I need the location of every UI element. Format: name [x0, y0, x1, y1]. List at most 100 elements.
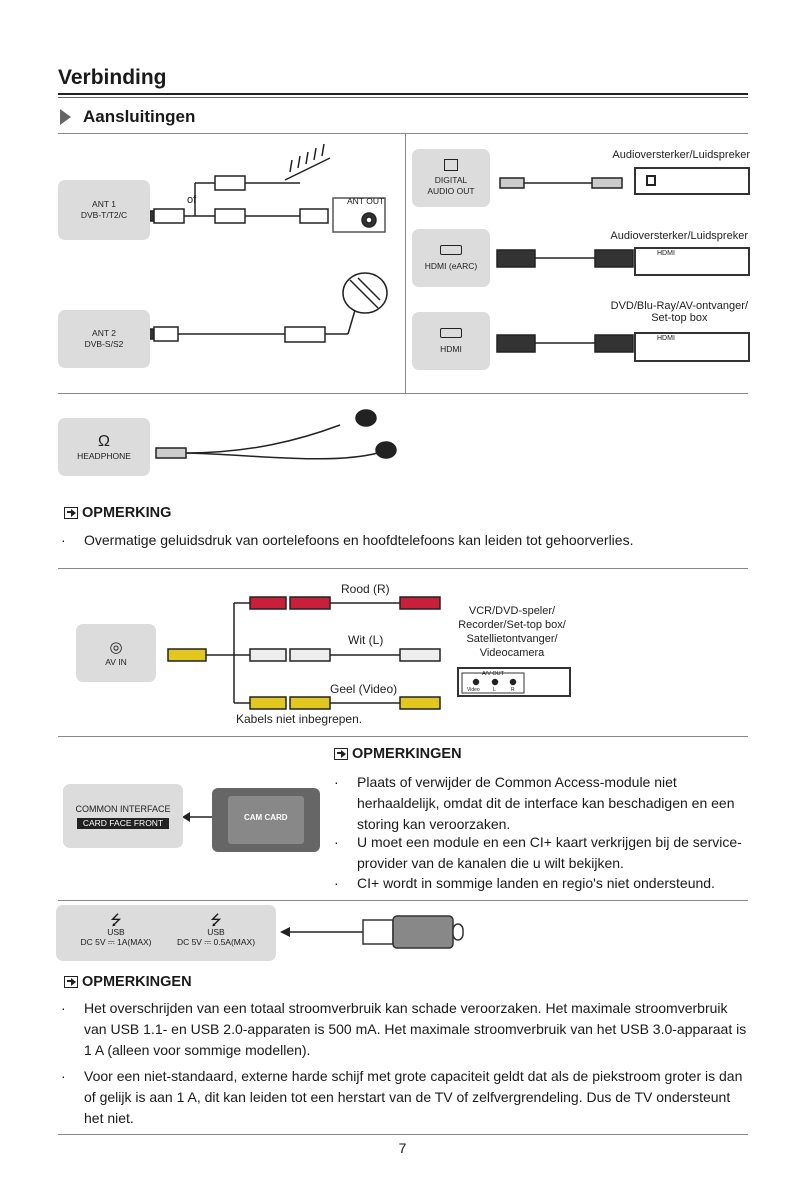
usb-graphic	[280, 915, 464, 949]
dvd-device-label: DVD/Blu-Ray/AV-ontvanger/ Set-top box	[611, 300, 748, 324]
common-interface-panel: COMMON INTERFACE CARD FACE FRONT	[63, 784, 183, 848]
hdmi-device-label: HDMI	[657, 335, 675, 342]
av-port-icon: ◎	[109, 638, 123, 656]
satellite-cable	[139, 272, 388, 343]
hdmi-cable	[496, 332, 750, 362]
common-interface-label: COMMON INTERFACE	[75, 803, 171, 814]
ci-note-item-3: ·CI+ wordt in sommige landen en regio's …	[334, 875, 715, 891]
page-title: Verbinding	[58, 66, 167, 89]
page-number: 7	[398, 1140, 407, 1156]
card-face-front-label: CARD FACE FRONT	[76, 817, 170, 829]
divider	[58, 736, 748, 737]
left-jack-label: L	[493, 687, 496, 693]
ant-out-label: ANT OUT	[347, 196, 385, 206]
divider	[58, 568, 748, 569]
usb-port-panel	[56, 905, 276, 961]
usb-icon: ⭍	[110, 912, 122, 928]
optical-port-icon	[444, 159, 458, 171]
hdmi-port-icon	[440, 327, 462, 338]
av-device-label-line3: Satellietontvanger/	[466, 633, 558, 645]
hdmi-device-label: HDMI	[657, 250, 675, 257]
audio-out-label: AUDIO OUT	[427, 186, 475, 196]
ant2-label: ANT 2	[92, 328, 116, 338]
hdmi-earc-port-panel: HDMI (eARC)	[412, 229, 490, 287]
av-out-label: A/V OUT	[482, 671, 505, 677]
usb-note-text: Het overschrijden van een totaal stroomv…	[84, 1000, 747, 1058]
note-heading-label: OPMERKING	[82, 505, 172, 521]
hdmi-earc-cable	[496, 247, 750, 276]
divider	[58, 900, 748, 901]
footer-rule	[58, 1134, 748, 1135]
headphone-port-panel: Ω HEADPHONE	[58, 418, 150, 476]
usb-note-text: Voor een niet-standaard, externe harde s…	[84, 1068, 743, 1126]
usb-label: USB	[107, 927, 125, 937]
dvd-device-label-line1: DVD/Blu-Ray/AV-ontvanger/	[610, 300, 748, 312]
frame-line-top	[58, 133, 748, 134]
red-cable-label: Rood (R)	[341, 582, 390, 596]
note-icon	[334, 748, 348, 760]
title-rule-thin	[58, 97, 748, 98]
ci-note-text: Plaats of verwijder de Common Access-mod…	[357, 774, 735, 832]
av-in-port-panel: ◎ AV IN	[76, 624, 156, 682]
ant2-port-panel: ANT 2 DVB-S/S2	[58, 310, 150, 368]
ci-note-text: U moet een module en een CI+ kaart verkr…	[357, 834, 742, 871]
white-cable-label: Wit (L)	[348, 633, 384, 647]
ant1-port-panel: ANT 1 DVB-T/T2/C	[58, 180, 150, 240]
right-jack-label: R	[511, 687, 515, 693]
hdmi-port-icon	[440, 244, 462, 255]
amplifier-label-1: Audioversterker/Luidspreker	[612, 149, 750, 161]
cam-card-graphic	[182, 788, 320, 852]
notes-heading-label: OPMERKINGEN	[352, 746, 462, 762]
usb-icon: ⭍	[210, 912, 222, 928]
ant1-label: ANT 1	[92, 199, 116, 209]
yellow-cable-label: Geel (Video)	[330, 682, 398, 696]
av-device-label-line2: Recorder/Set-top box/	[458, 619, 566, 631]
cam-card-label: CAM CARD	[244, 813, 288, 822]
usb-port-1: ⭍ USB DC 5V ⎓ 1A(MAX)	[66, 913, 166, 947]
title-rule	[58, 93, 748, 95]
headphone-label: HEADPHONE	[77, 450, 131, 461]
ant1-standard-label: DVB-T/T2/C	[80, 210, 128, 220]
amplifier-label-2: Audioversterker/Luidspreker	[610, 230, 748, 242]
note-icon	[64, 507, 78, 519]
digital-label: DIGITAL	[434, 175, 468, 185]
note-icon	[64, 976, 78, 988]
headphone-icon: Ω	[98, 432, 110, 450]
av-device-label-line1: VCR/DVD-speler/	[468, 605, 556, 617]
dvd-device-label-line2: Set-top box	[651, 312, 708, 324]
optical-cable	[499, 167, 750, 195]
or-label: of	[187, 194, 197, 206]
av-device-label-line4: Videocamera	[479, 647, 545, 659]
av-cables	[167, 596, 571, 710]
usb-note-item-1: ·Het overschrijden van een totaal stroom…	[61, 1000, 747, 1058]
usb-note-item-2: ·Voor een niet-standaard, externe harde …	[61, 1068, 743, 1126]
ci-note-item-2: ·U moet een module en een CI+ kaart verk…	[334, 834, 742, 871]
frame-line-mid	[58, 393, 748, 394]
section-heading-label: Aansluitingen	[83, 107, 196, 126]
usb-port-2: ⭍ USB DC 5V ⎓ 0.5A(MAX)	[166, 913, 266, 947]
hdmi-port-panel: HDMI	[412, 312, 490, 370]
usb-spec: DC 5V ⎓ 1A(MAX)	[80, 937, 152, 947]
notes-heading-label: OPMERKINGEN	[82, 974, 192, 990]
ci-note-item-1: ·Plaats of verwijder de Common Access-mo…	[334, 774, 735, 832]
triangle-icon	[60, 109, 71, 125]
video-jack-label: Video	[467, 687, 480, 693]
av-in-label: AV IN	[105, 656, 127, 667]
frame-divider	[405, 133, 406, 393]
antenna-cable	[139, 143, 386, 233]
section-heading: Aansluitingen	[60, 107, 195, 127]
headphone-cable	[155, 409, 397, 460]
digital-audio-port-panel: DIGITAL AUDIO OUT	[412, 149, 490, 207]
note-heading: OPMERKING	[64, 505, 171, 521]
av-device-label: VCR/DVD-speler/ Recorder/Set-top box/ Sa…	[452, 604, 572, 660]
notes-heading: OPMERKINGEN	[64, 974, 192, 990]
cables-note: Kabels niet inbegrepen.	[236, 712, 363, 726]
hdmi-label: HDMI	[440, 343, 462, 354]
note-text-content: Overmatige geluidsdruk van oortelefoons …	[84, 532, 634, 548]
usb-spec: DC 5V ⎓ 0.5A(MAX)	[176, 937, 256, 947]
ci-note-text: CI+ wordt in sommige landen en regio's n…	[357, 875, 715, 891]
hdmi-earc-label: HDMI (eARC)	[424, 260, 478, 271]
notes-heading: OPMERKINGEN	[334, 746, 462, 762]
ant2-standard-label: DVB-S/S2	[84, 339, 124, 349]
